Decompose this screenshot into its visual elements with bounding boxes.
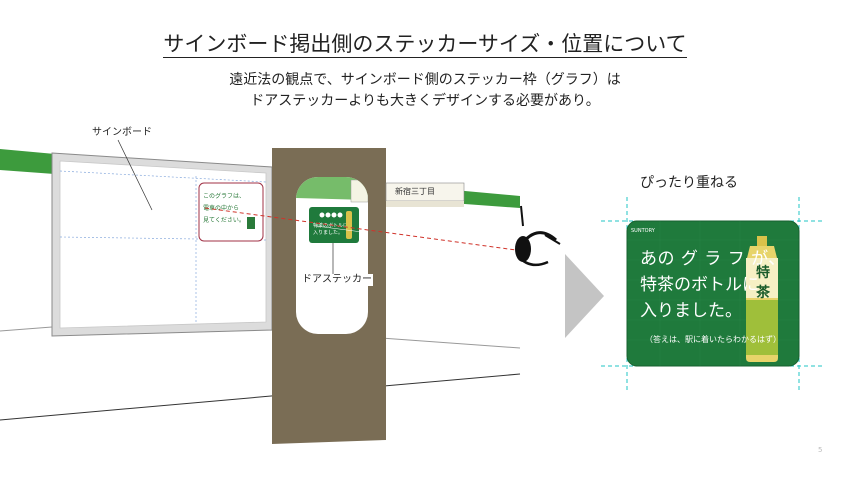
svg-text:特茶のボトルに: 特茶のボトルに: [313, 222, 348, 229]
subtitle-line-2: ドアステッカーよりも大きくデザインする必要があり。: [250, 93, 600, 109]
overlap-label: ぴったり重ねる: [640, 175, 738, 191]
signboard-sticker-frame: [198, 182, 264, 242]
svg-text:電車の中から: 電車の中から: [203, 204, 239, 212]
bottle-illustration: [746, 236, 778, 362]
destination-text: 新宿三丁目: [395, 187, 435, 196]
page-number: 5: [818, 446, 823, 454]
sticker-line-1: あの グ ラ フ が、: [640, 249, 786, 269]
page-title: サインボード掲出側のステッカーサイズ・位置について: [163, 32, 687, 58]
arrow-right-icon: [565, 254, 604, 338]
signboard-sticker-text: このグラフは、: [203, 192, 245, 200]
sticker-line-3: 入りました。: [640, 301, 742, 321]
subtitle-line-1: 遠近法の観点で、サインボード側のステッカー枠（グラフ）は: [229, 72, 621, 88]
sticker-brand: SUNTORY: [631, 228, 655, 234]
door-sticker-label: ドアステッカー: [301, 274, 373, 286]
floor-line: [0, 373, 521, 421]
sticker-line-2: 特茶のボトルに: [640, 275, 759, 295]
signboard-label: サインボード: [92, 127, 152, 138]
svg-text:見てください。: 見てください。: [203, 217, 245, 224]
leader-line: [117, 139, 153, 211]
bottle-label: 特茶: [756, 265, 770, 301]
svg-text:入りました。: 入りました。: [313, 230, 343, 236]
eye-icon: [515, 205, 561, 267]
sight-line: [204, 207, 517, 251]
wall-base-line: [0, 326, 53, 332]
sticker-note: （答えは、駅に着いたらわかるはず）: [645, 335, 781, 344]
